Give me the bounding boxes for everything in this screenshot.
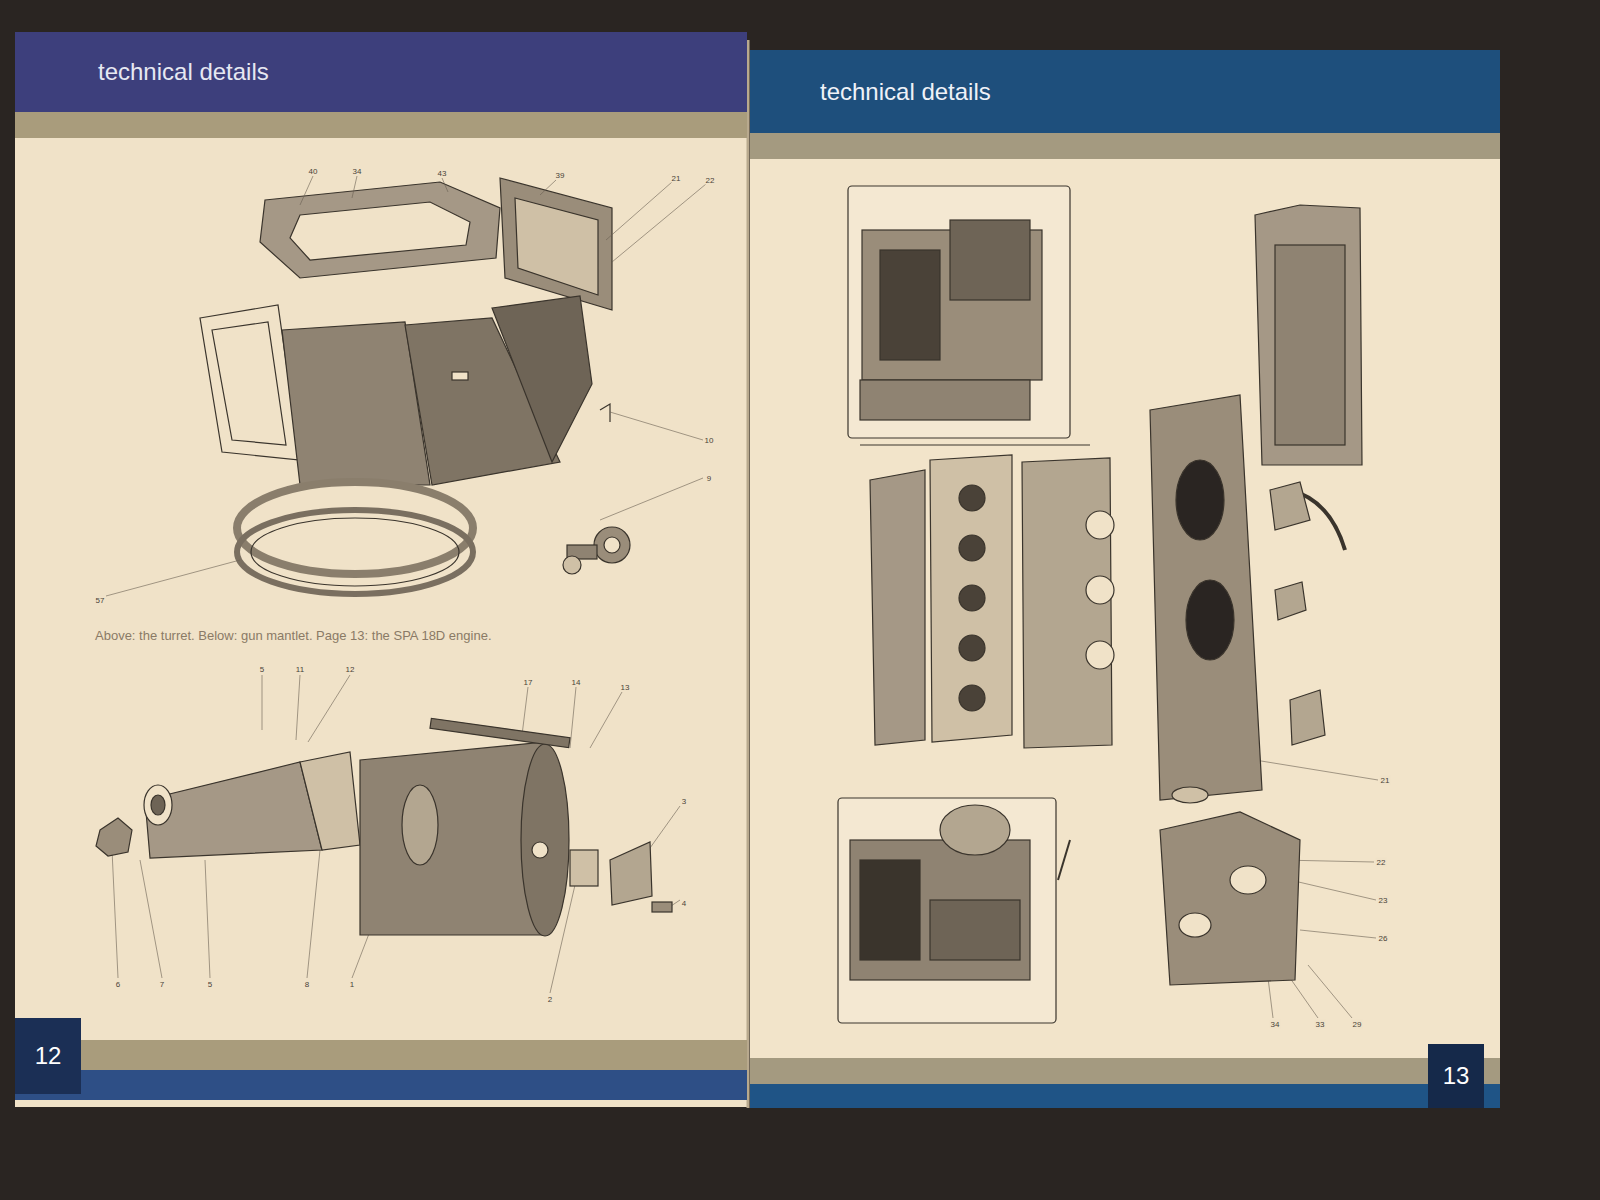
- callout-number: 57: [95, 596, 106, 605]
- callout-number: 40: [308, 167, 319, 176]
- engine-drawing: [838, 186, 1362, 1023]
- callout-number: 17: [523, 678, 534, 687]
- callout-number: 34: [352, 167, 363, 176]
- callout-number: 1: [349, 980, 355, 989]
- callout-number: 29: [1352, 1020, 1363, 1029]
- header-title: technical details: [98, 58, 269, 86]
- callout-number: 43: [437, 169, 448, 178]
- callout-number: 39: [555, 171, 566, 180]
- left-page: [15, 32, 747, 1107]
- callout-number: 10: [704, 436, 715, 445]
- callout-number: 12: [345, 665, 356, 674]
- header-band: technical details: [15, 32, 747, 112]
- header-stripe: [750, 133, 1500, 159]
- callout-number: 26: [1378, 934, 1389, 943]
- footer-stripe: [750, 1058, 1500, 1084]
- page-number-box: 13: [1428, 1044, 1484, 1108]
- footer-stripe: [15, 1070, 747, 1100]
- header-stripe: [15, 112, 747, 138]
- page-number: 13: [1443, 1062, 1470, 1090]
- callout-number: 3: [681, 797, 687, 806]
- callout-number: 11: [295, 665, 305, 674]
- callout-number: 5: [207, 980, 213, 989]
- callout-number: 2: [547, 995, 553, 1004]
- callout-number: 8: [304, 980, 310, 989]
- callout-number: 9: [706, 474, 712, 483]
- right-page: [750, 50, 1500, 1108]
- leader-lines: [106, 176, 1378, 1018]
- callout-number: 23: [1378, 896, 1389, 905]
- callout-number: 22: [705, 176, 716, 185]
- page-number: 12: [35, 1042, 62, 1070]
- figure-caption: Above: the turret. Below: gun mantlet. P…: [95, 628, 492, 643]
- turret-drawing: [200, 178, 630, 594]
- footer-stripe: [15, 1040, 747, 1070]
- callout-number: 7: [159, 980, 165, 989]
- callout-number: 4: [681, 899, 687, 908]
- header-band: technical details: [750, 50, 1500, 133]
- callout-number: 21: [671, 174, 682, 183]
- page-number-box: 12: [15, 1018, 81, 1094]
- footer-stripe: [750, 1084, 1500, 1108]
- callout-number: 6: [115, 980, 121, 989]
- header-title: technical details: [820, 78, 991, 106]
- callout-number: 34: [1270, 1020, 1281, 1029]
- callout-number: 14: [571, 678, 582, 687]
- spine: [747, 40, 750, 1108]
- callout-number: 21: [1380, 776, 1391, 785]
- mantlet-drawing: [96, 718, 672, 936]
- callout-number: 22: [1376, 858, 1387, 867]
- callout-number: 5: [259, 665, 265, 674]
- callout-number: 33: [1315, 1020, 1326, 1029]
- callout-number: 13: [620, 683, 631, 692]
